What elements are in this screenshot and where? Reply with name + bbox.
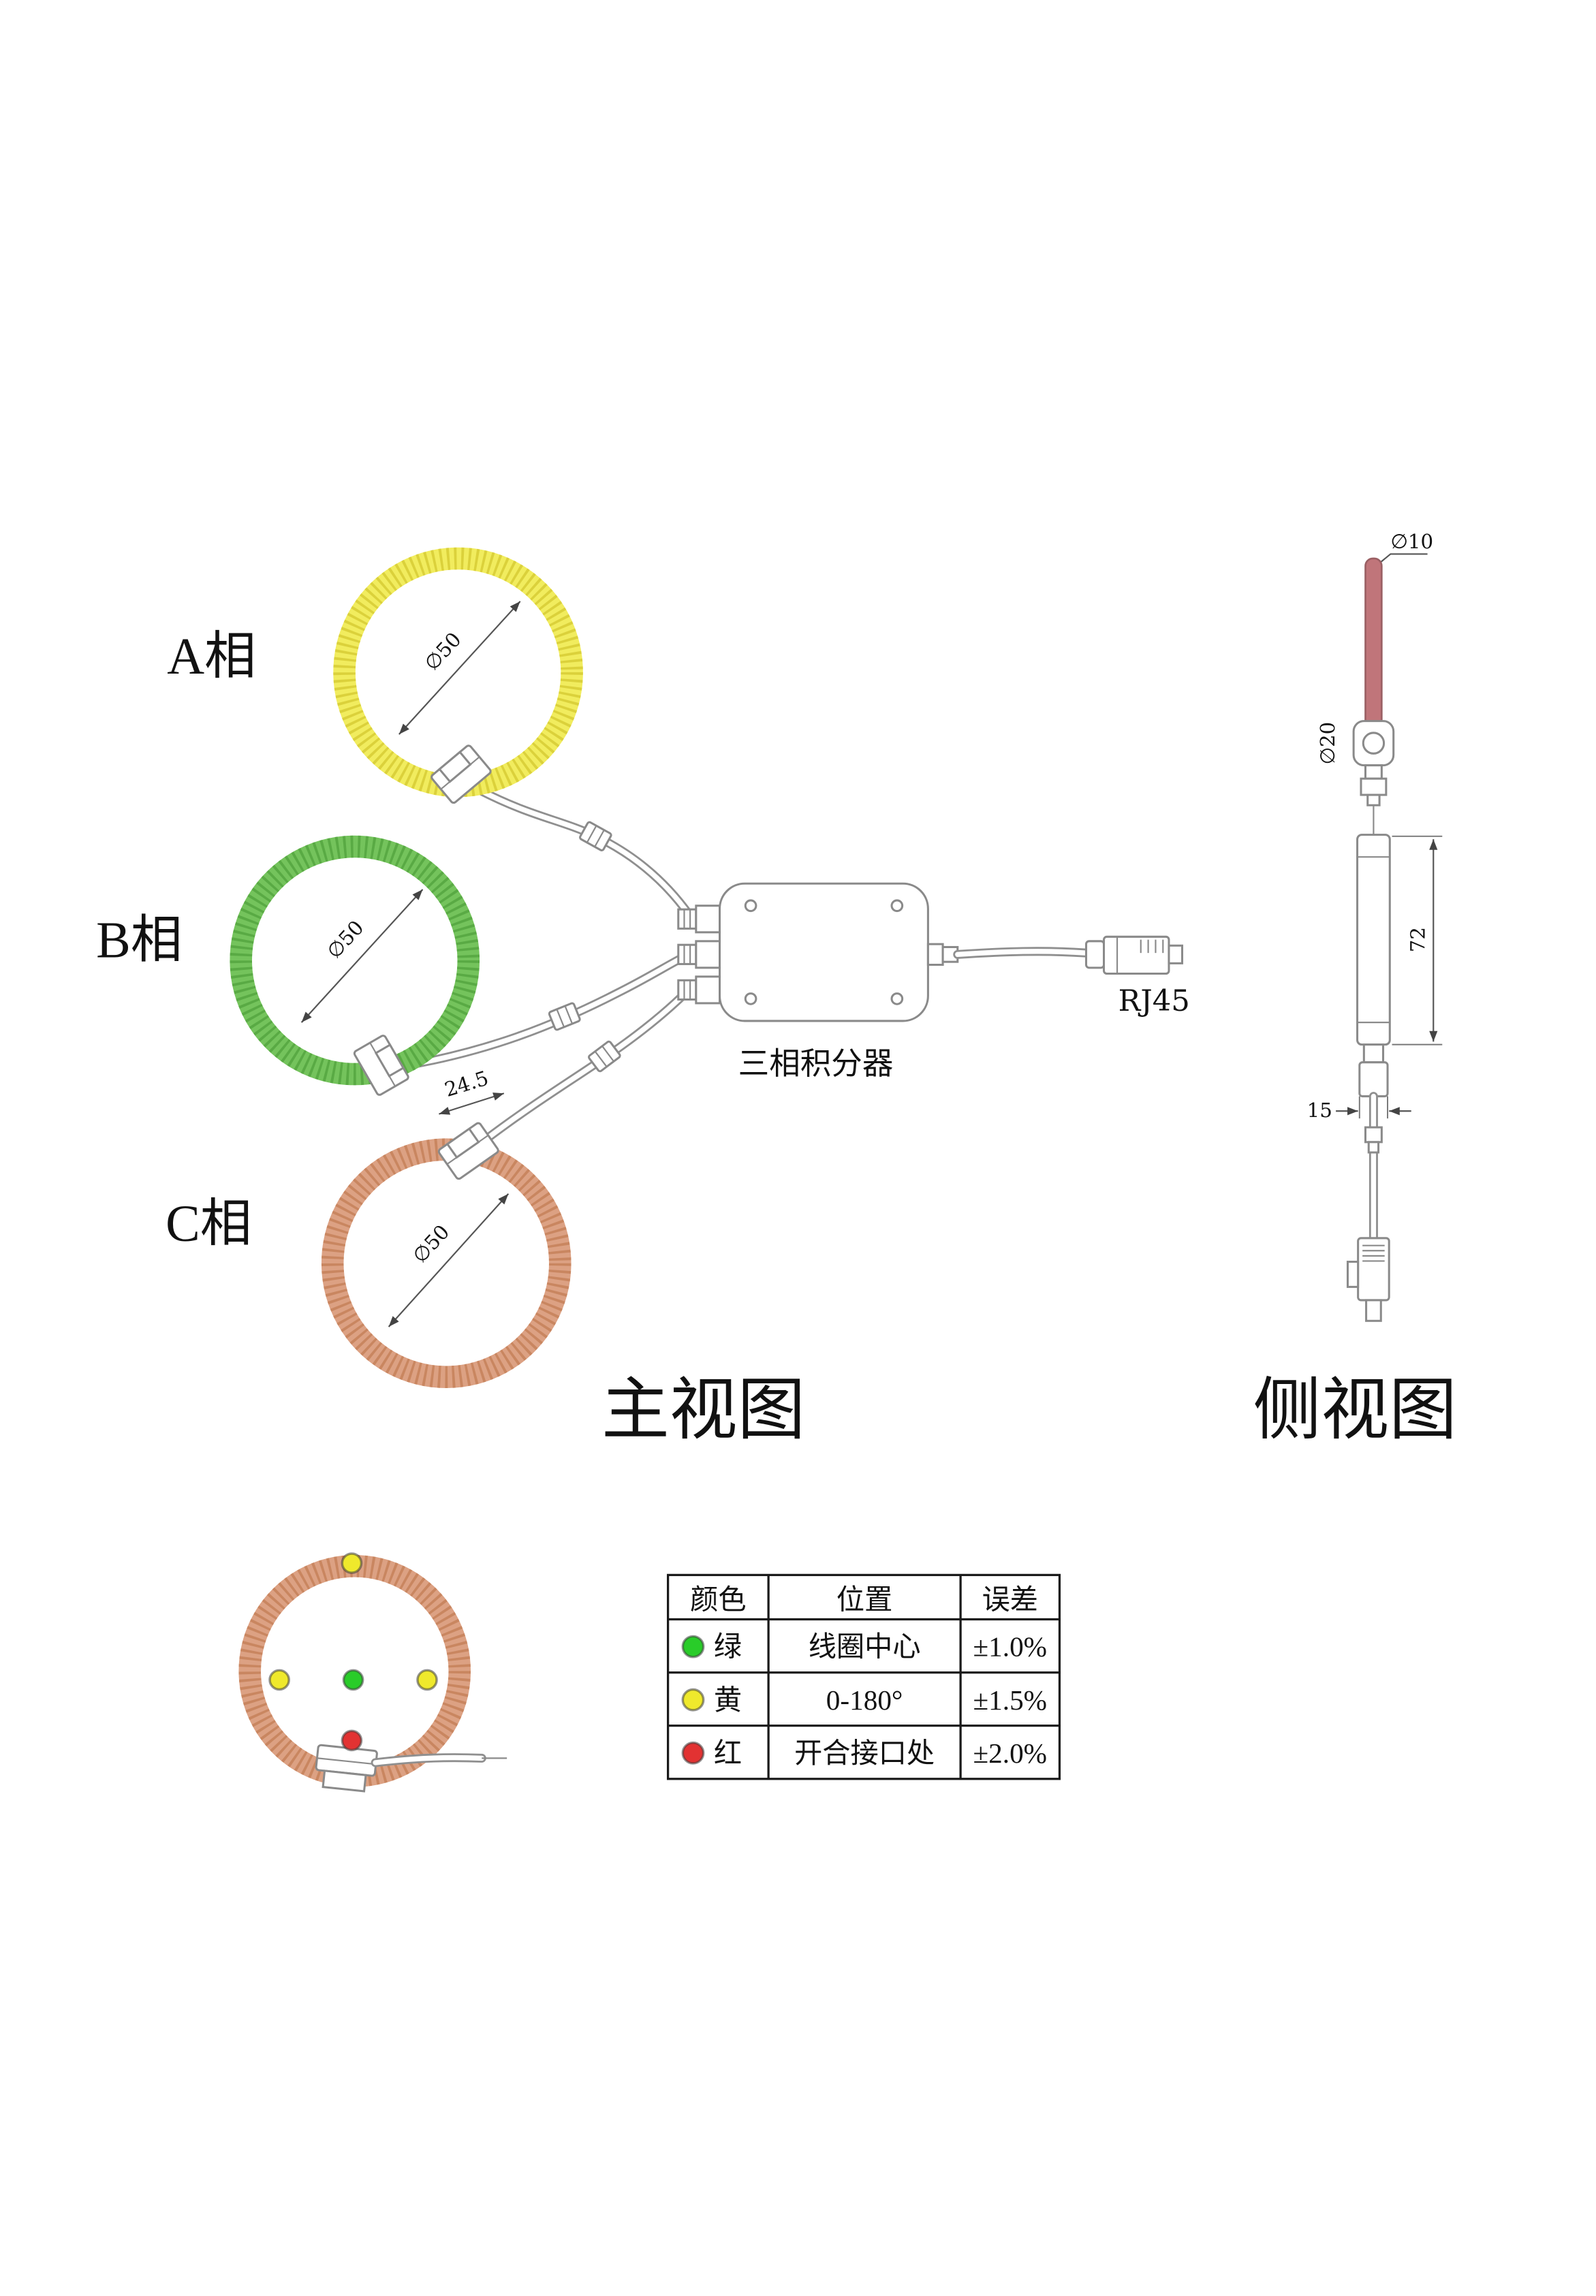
row-green-name: 绿 (714, 1631, 742, 1663)
rj45-boot (1365, 1299, 1382, 1322)
neck-width-text: 15 (1307, 1099, 1332, 1122)
side-lower-cable (1364, 1092, 1383, 1246)
screw-bottom-left (744, 992, 757, 1005)
phase-b-label: B相 (96, 912, 183, 969)
cable-phase-b (394, 949, 693, 1071)
side-view-group: ∅10 ∅20 72 (1307, 530, 1443, 1322)
side-view-title: 侧视图 (1253, 1372, 1457, 1448)
red-dot-icon (681, 1741, 705, 1765)
conductor-diameter-text: ∅10 (1390, 530, 1433, 553)
phase-a-clasp (431, 744, 492, 804)
row-red-position: 开合接口处 (794, 1737, 935, 1769)
detail-coil-group (238, 1552, 507, 1793)
coil-window-hole (1362, 732, 1386, 755)
cable-phase-c (482, 985, 693, 1144)
coil-window-block (1352, 720, 1395, 767)
integrator-input-2 (677, 940, 721, 969)
window-diameter-text: ∅20 (1316, 722, 1339, 765)
phase-b-clasp (353, 1035, 409, 1096)
rj45-ferrule (1084, 940, 1106, 969)
cable-a-inline-connector (579, 821, 612, 851)
clasp-width-dimension: 24.5 (439, 1067, 505, 1115)
detail-clasp (315, 1744, 378, 1793)
table-row-green: 绿 线圈中心 ±1.0% (681, 1631, 1047, 1663)
phase-b-diameter-dimension: ∅50 (300, 889, 424, 1023)
rj45-label: RJ45 (1118, 984, 1190, 1018)
test-dot-clasp-red (341, 1729, 363, 1752)
row-red-tolerance: ±2.0% (973, 1737, 1047, 1769)
row-green-tolerance: ±1.0% (973, 1631, 1047, 1663)
green-dot-icon (681, 1635, 705, 1658)
phase-c-clasp (437, 1122, 499, 1180)
phase-b-coil-winding-texture (230, 835, 480, 1086)
table-row-red: 红 开合接口处 ±2.0% (681, 1737, 1047, 1769)
side-neck (1360, 764, 1388, 835)
phase-a-label: A相 (167, 628, 256, 685)
neck-width-dimension: 15 (1307, 1096, 1411, 1122)
side-lower-blocks (1358, 1043, 1389, 1098)
output-cable (953, 947, 1091, 959)
screw-bottom-right (890, 992, 904, 1005)
integrator-side-body (1356, 834, 1391, 1046)
test-dot-left-yellow (268, 1669, 290, 1691)
table-border (666, 1573, 1061, 1780)
table-header-position: 位置 (836, 1584, 892, 1615)
row-green-position: 线圈中心 (809, 1631, 921, 1663)
row-yellow-tolerance: ±1.5% (973, 1684, 1047, 1716)
rj45-latch (1346, 1261, 1360, 1288)
cable-c-inline-connector (588, 1040, 621, 1073)
table-header-tolerance: 误差 (982, 1584, 1038, 1615)
phase-c-diameter-dimension: ∅50 (388, 1193, 510, 1327)
legend-table: 颜色 位置 误差 绿 线圈中心 ±1.0% 黄 0-180° ±1.5% 红 开… (666, 1573, 1061, 1780)
screw-top-left (744, 899, 757, 913)
table-header-color: 颜色 (690, 1584, 746, 1615)
integrator-input-1 (677, 905, 721, 934)
phase-b-coil-group: ∅50 B相 (96, 835, 480, 1096)
test-dot-center-green (342, 1669, 364, 1691)
row-yellow-name: 黄 (714, 1684, 742, 1716)
detail-cable (371, 1753, 507, 1767)
integrator-output-stub (926, 943, 959, 966)
primary-conductor-bar (1364, 557, 1383, 728)
rj45-side-view (1346, 1237, 1390, 1322)
phase-c-diameter-text: ∅50 (408, 1221, 454, 1268)
phase-a-coil-group: ∅50 A相 (167, 547, 583, 804)
phase-a-diameter-dimension: ∅50 (398, 601, 521, 735)
phase-c-coil-winding-texture (321, 1138, 572, 1389)
phase-c-label: C相 (166, 1195, 252, 1253)
test-dot-top-yellow (341, 1552, 363, 1574)
body-length-dimension: 72 (1392, 835, 1443, 1045)
row-yellow-position: 0-180° (826, 1684, 903, 1716)
body-length-text: 72 (1406, 927, 1429, 952)
clasp-width-text: 24.5 (442, 1067, 491, 1102)
integrator-group: RJ45 三相积分器 (677, 882, 1190, 1081)
integrator-label: 三相积分器 (738, 1046, 894, 1081)
row-red-name: 红 (714, 1737, 742, 1769)
test-dot-right-yellow (416, 1669, 438, 1691)
phase-c-coil-group: 24.5 ∅50 C相 (166, 1067, 572, 1389)
integrator-input-3 (677, 975, 721, 1005)
main-view-title: 主视图 (601, 1372, 805, 1448)
screw-top-right (890, 899, 904, 913)
table-row-yellow: 黄 0-180° ±1.5% (681, 1684, 1047, 1716)
cable-phase-a (475, 786, 695, 921)
rj45-plug (1103, 935, 1184, 975)
cable-b-inline-connector (548, 1002, 581, 1031)
yellow-dot-icon (681, 1688, 705, 1712)
